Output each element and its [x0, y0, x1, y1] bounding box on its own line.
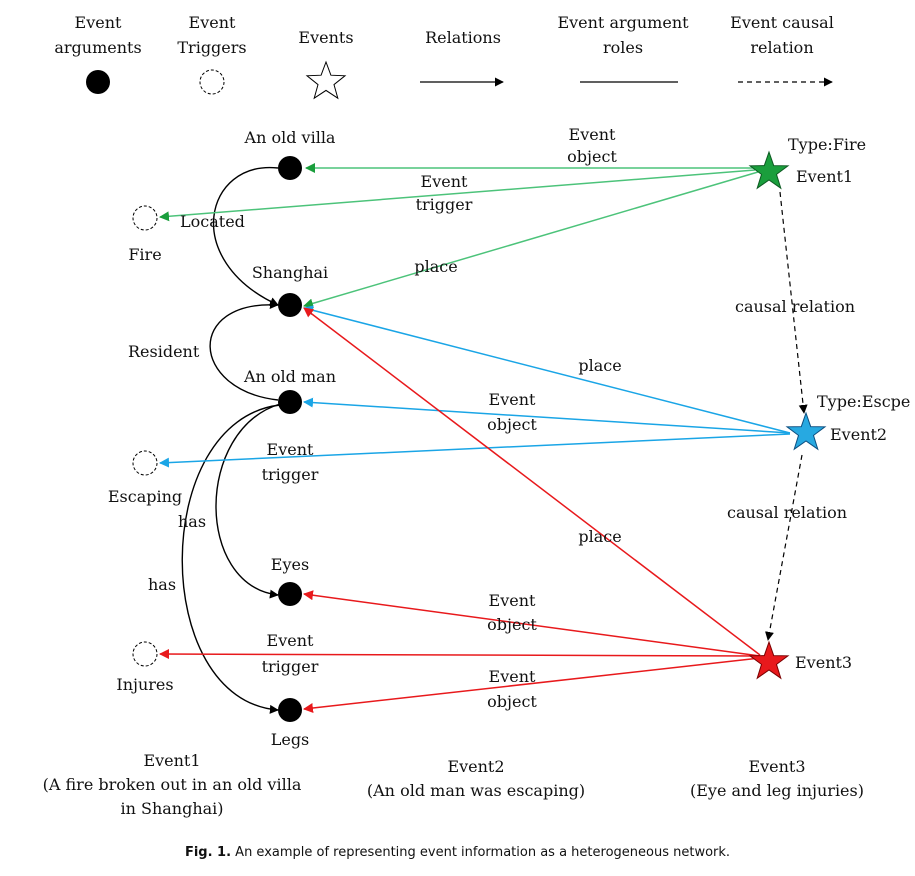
legend-arguments-label-1: Event [75, 13, 122, 32]
argument-nodes [278, 156, 302, 722]
event3-label: Event3 [795, 653, 852, 672]
legend-triggers-label-1: Event [189, 13, 236, 32]
event1-trigger-label-2: trigger [416, 195, 473, 214]
legend-relations-label: Relations [425, 28, 501, 47]
event3-eyes-object-edge [303, 590, 761, 657]
event1-edges [159, 163, 759, 309]
event2-object-label-2: object [487, 415, 537, 434]
legend: Event arguments Event Triggers Events Re… [54, 13, 834, 100]
event3-desc-title: Event3 [748, 757, 805, 776]
event3-edges [159, 307, 761, 713]
event1-object-label-1: Event [569, 125, 616, 144]
old-villa-label: An old villa [244, 128, 336, 147]
fire-trigger-node [132, 205, 158, 231]
figure-caption-text: An example of representing event informa… [235, 845, 731, 860]
event2-trigger-label-2: trigger [262, 465, 319, 484]
legend-arguments-label-2: arguments [54, 38, 141, 57]
escaping-trigger-node [132, 450, 158, 476]
legs-label: Legs [271, 730, 310, 749]
event2-object-label-1: Event [489, 390, 536, 409]
event1-desc-line2: in Shanghai) [120, 799, 223, 818]
old-man-node [278, 390, 302, 414]
has-legs-label: has [148, 575, 176, 594]
event1-type-label: Type:Fire [788, 135, 866, 154]
event1-trigger-edge [159, 169, 756, 222]
legend-events-label: Events [298, 28, 353, 47]
event3-place-edge [303, 307, 761, 656]
legend-trigger-dashed-circle-icon [199, 69, 225, 95]
event2-type-label: Type:Escpe [817, 392, 910, 411]
event2-desc-title: Event2 [447, 757, 504, 776]
event2-place-label: place [578, 356, 621, 375]
event1-desc-line1: (A fire broken out in an old villa [43, 775, 302, 794]
located-label: Located [180, 212, 245, 231]
event2-label: Event2 [830, 425, 887, 444]
legend-roles-label-2: roles [603, 38, 643, 57]
event3-legs-object-label-1: Event [489, 667, 536, 686]
event3-star-icon [748, 640, 790, 680]
injures-trigger-node [132, 641, 158, 667]
legend-causal-label-1: Event causal [730, 13, 834, 32]
trigger-nodes [132, 205, 158, 667]
legend-triggers-label-2: Triggers [177, 38, 246, 57]
has-legs-relation-edge [181, 404, 281, 714]
legend-event-star-icon [305, 60, 347, 100]
event1-label: Event1 [796, 167, 853, 186]
causal-edge-event1-event2 [779, 191, 808, 414]
has-eyes-label: has [178, 512, 206, 531]
event3-trigger-label-1: Event [267, 631, 314, 650]
event3-legs-object-edge [303, 657, 761, 713]
event3-legs-object-label-2: object [487, 692, 537, 711]
located-relation-edge [212, 166, 279, 306]
event3-eyes-object-label-1: Event [489, 591, 536, 610]
event1-trigger-label-1: Event [421, 172, 468, 191]
legs-node [278, 698, 302, 722]
event3-place-label: place [578, 527, 621, 546]
event-descriptions: Event1 (A fire broken out in an old vill… [43, 751, 864, 818]
has-eyes-relation-edge [215, 403, 281, 599]
event2-edges [159, 305, 791, 468]
edge-labels: Located Resident has has Event object Ev… [128, 125, 855, 711]
old-villa-node [278, 156, 302, 180]
old-man-label: An old man [243, 367, 336, 386]
argument-relations [181, 166, 281, 714]
escaping-label: Escaping [108, 487, 182, 506]
causal-label-1: causal relation [735, 297, 855, 316]
event1-object-label-2: object [567, 147, 617, 166]
node-labels: An old villa Fire Shanghai An old man Es… [108, 128, 911, 749]
figure-caption: Fig. 1. An example of representing event… [0, 845, 915, 860]
event2-desc-line1: (An old man was escaping) [367, 781, 585, 800]
event2-trigger-label-1: Event [267, 440, 314, 459]
causal-edge-event2-event3 [765, 454, 803, 641]
injures-label: Injures [116, 675, 173, 694]
legend-causal-label-2: relation [750, 38, 813, 57]
event2-trigger-edge [159, 433, 791, 468]
legend-roles-label-1: Event argument [557, 13, 689, 32]
event1-desc-title: Event1 [143, 751, 200, 770]
figure-caption-label: Fig. 1. [184, 845, 232, 860]
event1-place-label: place [414, 257, 457, 276]
shanghai-label: Shanghai [252, 263, 328, 282]
event-nodes [748, 150, 827, 680]
causal-relations [765, 191, 808, 641]
causal-label-2: causal relation [727, 503, 847, 522]
fire-label: Fire [128, 245, 161, 264]
eyes-label: Eyes [271, 555, 309, 574]
resident-label: Resident [128, 342, 200, 361]
event3-trigger-edge [159, 649, 761, 660]
event3-eyes-object-label-2: object [487, 615, 537, 634]
event1-star-icon [748, 150, 790, 190]
shanghai-node [278, 293, 302, 317]
event2-place-edge [303, 305, 791, 434]
event2-star-icon [785, 411, 827, 451]
event3-trigger-label-2: trigger [262, 657, 319, 676]
resident-relation-edge [209, 300, 279, 401]
eyes-node [278, 582, 302, 606]
event2-object-edge [303, 397, 791, 434]
legend-argument-dot-icon [86, 70, 110, 94]
event3-desc-line1: (Eye and leg injuries) [690, 781, 864, 800]
event1-place-edge [303, 171, 759, 309]
